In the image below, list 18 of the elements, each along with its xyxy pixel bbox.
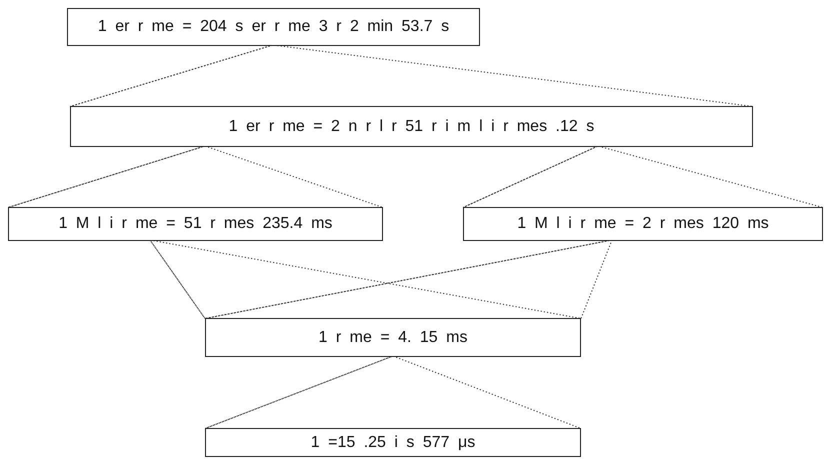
time-label: 1 M l i r me = 2 r mes 120 ms — [517, 215, 769, 233]
text-box — [70, 106, 753, 147]
text-box — [205, 428, 581, 457]
text-box — [67, 8, 480, 46]
zoom-line — [204, 355, 582, 429]
zoom-line — [148, 239, 582, 319]
time-label: 1 er r me = 204 s er r me 3 r 2 min 53.7 s — [98, 18, 450, 36]
text-box — [463, 207, 823, 241]
text-box — [8, 207, 383, 241]
time-label: 1 er r me = 2 n r l r 51 r i m l i r mes .12 s — [228, 118, 594, 136]
text-box — [205, 318, 581, 357]
time-label: 1 r me = 4. 15 ms — [318, 328, 468, 346]
time-label: 1 M l i r me = 51 r mes 235.4 ms — [58, 215, 332, 233]
zoom-line — [204, 239, 613, 319]
zoom-line — [70, 44, 754, 107]
time-label: 1 =15 .25 i s 577 μs — [310, 434, 476, 452]
zoom-line — [462, 145, 824, 208]
zoom-line — [8, 145, 384, 208]
